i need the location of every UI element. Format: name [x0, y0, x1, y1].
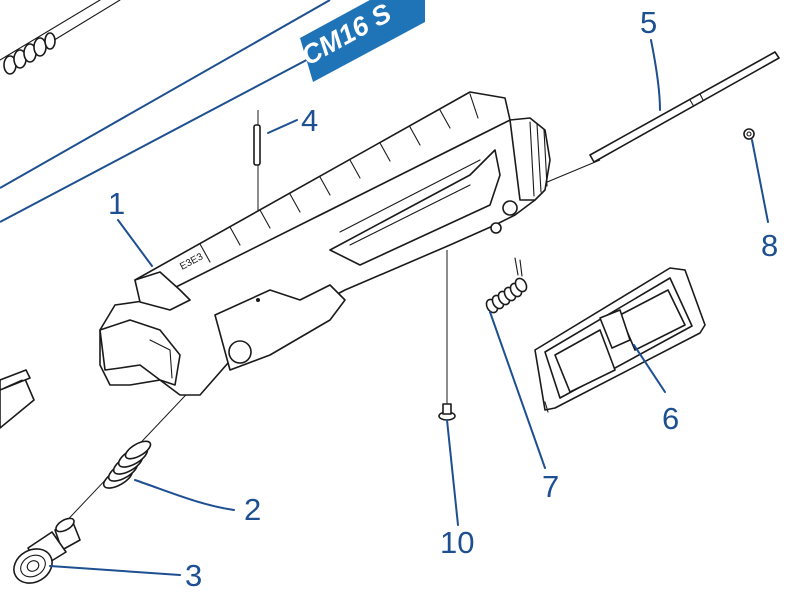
- callout-labels: 1 2 3 4 5 6 7 8 10: [108, 5, 778, 593]
- leader-3: [49, 565, 181, 576]
- rail-slots: [199, 93, 479, 263]
- leader-10: [446, 419, 459, 526]
- callout-10: 10: [440, 525, 474, 560]
- ejection-port-cover-part-6: [534, 267, 706, 413]
- leader-5: [650, 39, 661, 111]
- leader-4: [267, 119, 298, 134]
- title-banner: CM16 S: [296, 0, 425, 82]
- screw-part-10: [438, 403, 456, 421]
- callout-5: 5: [640, 5, 657, 40]
- callout-6: 6: [662, 401, 679, 436]
- callout-1: 1: [108, 186, 125, 221]
- pin-part-4: [253, 124, 261, 302]
- leader-2: [134, 479, 235, 511]
- callout-3: 3: [185, 558, 202, 593]
- callout-7: 7: [542, 469, 559, 504]
- callout-leaders: [49, 39, 769, 576]
- leader-7: [489, 311, 546, 469]
- callout-8: 8: [761, 228, 778, 263]
- upper-receiver: E3E3: [99, 91, 551, 396]
- callout-2: 2: [244, 492, 261, 527]
- plunger-part-3: [13, 517, 81, 584]
- leader-1: [117, 219, 153, 267]
- partial-part-left: [0, 369, 35, 429]
- clip-part-8: [743, 128, 755, 140]
- spring-part-2: [102, 440, 152, 489]
- rod-part-5: [589, 51, 780, 163]
- spring-part-7: [485, 257, 528, 314]
- callout-4: 4: [301, 103, 318, 138]
- leader-8: [751, 139, 769, 223]
- leader-6: [633, 344, 666, 393]
- buffer-spring: [0, 0, 121, 75]
